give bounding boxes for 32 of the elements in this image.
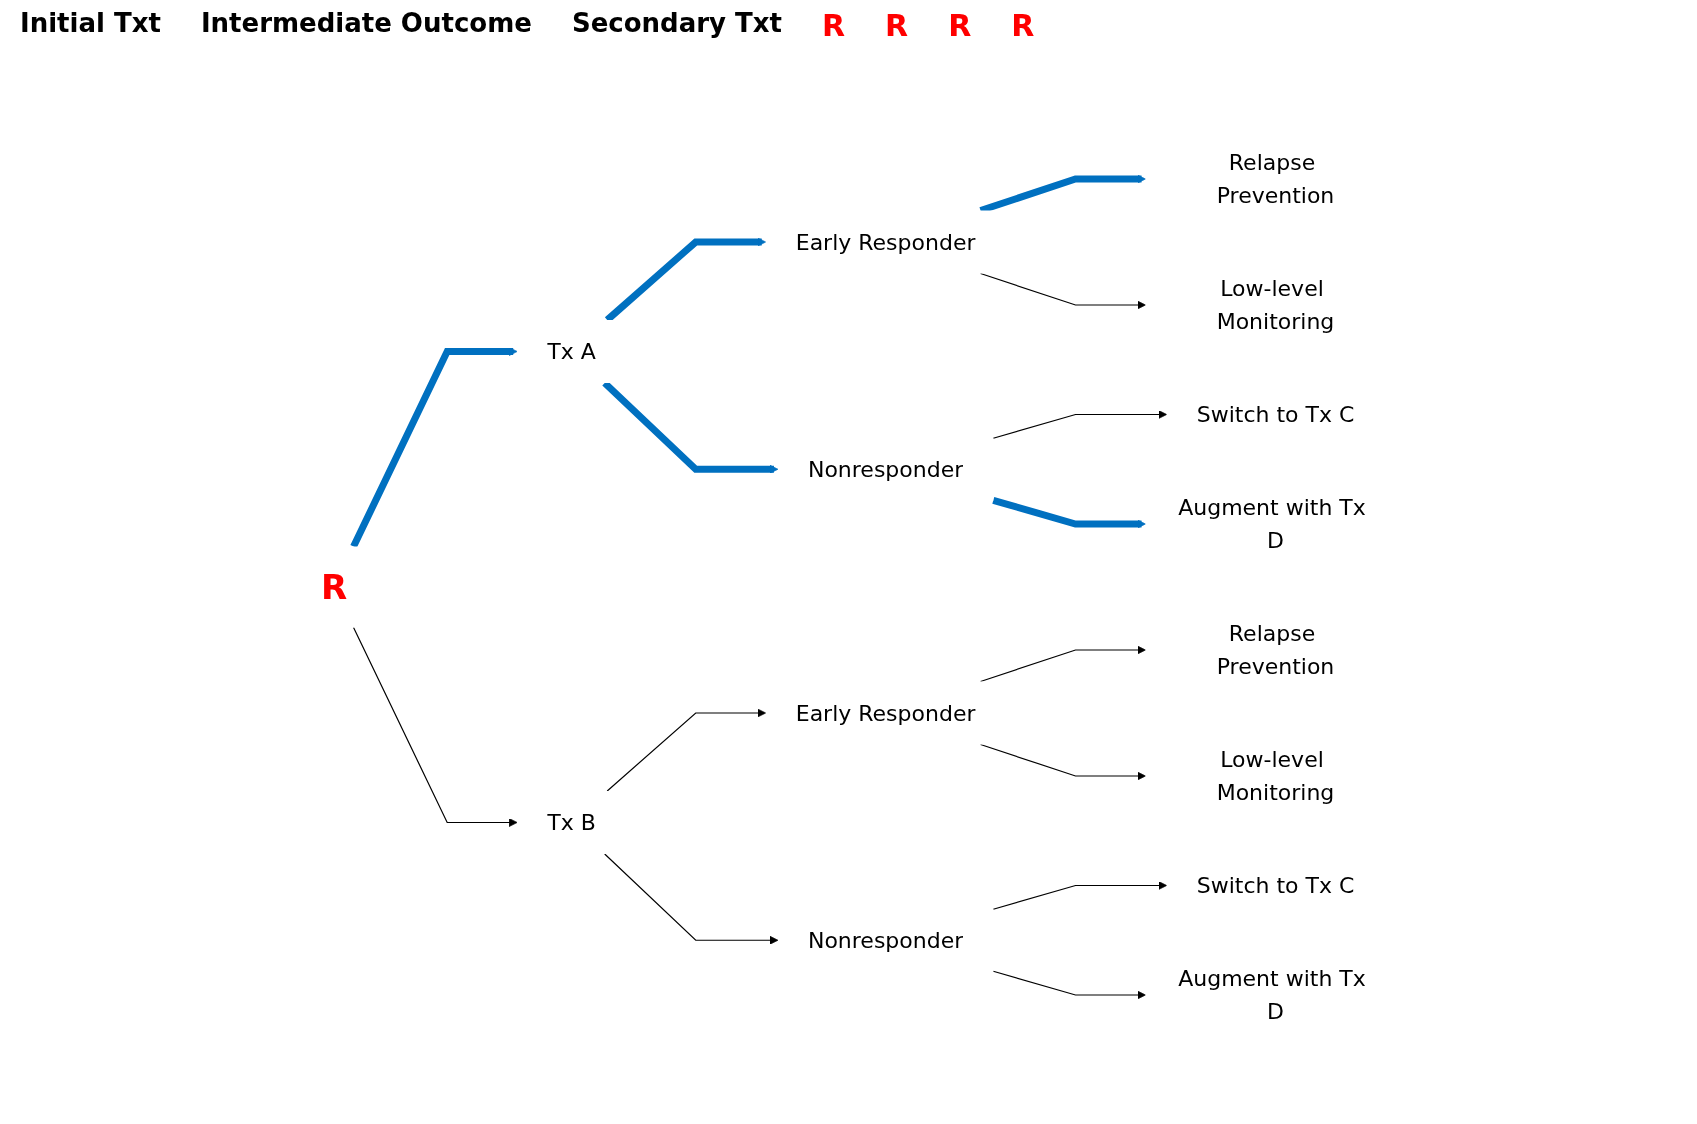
node-text: Augment with Tx D <box>1178 966 1367 1024</box>
node-text: Switch to Tx C <box>1196 873 1355 898</box>
node-text: Tx B <box>547 810 596 835</box>
arrow <box>992 410 1168 439</box>
node-text: R <box>321 566 348 607</box>
randomization-mark: R <box>822 8 846 45</box>
randomization-mark: R <box>885 8 909 45</box>
node-text: Relapse Prevention <box>1216 621 1335 679</box>
node-text: Low-level Monitoring <box>1216 747 1335 805</box>
arrow <box>604 853 779 945</box>
node-text: Early Responder <box>795 229 976 255</box>
node-text: Nonresponder <box>808 927 964 953</box>
node-text: Switch to Tx C <box>1196 402 1355 427</box>
column-heading: Initial Txt <box>20 8 161 40</box>
arrow <box>980 743 1147 781</box>
arrow <box>992 496 1147 529</box>
column-heading: Secondary Txt <box>571 8 782 40</box>
column-heading: Intermediate Outcome <box>200 8 532 40</box>
arrow <box>353 626 518 827</box>
randomization-mark: R <box>1011 8 1035 45</box>
node-text: Nonresponder <box>808 456 964 482</box>
node-text: Early Responder <box>795 700 976 726</box>
arrow <box>606 708 767 792</box>
arrow <box>992 881 1168 910</box>
arrow <box>980 272 1147 310</box>
arrow <box>350 347 518 548</box>
node-text: Low-level Monitoring <box>1216 276 1335 334</box>
arrow <box>605 237 767 323</box>
randomization-mark: R <box>948 8 972 45</box>
node-text: Tx A <box>547 339 596 364</box>
node-text: Augment with Tx D <box>1178 495 1367 553</box>
node-text: Relapse Prevention <box>1216 150 1335 208</box>
